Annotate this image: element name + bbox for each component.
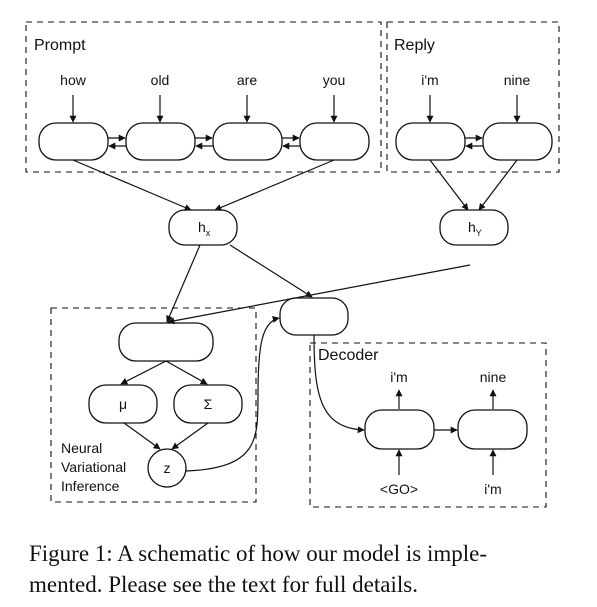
nvi-to-mu-arrow [120, 360, 167, 385]
reply-word-im: i'm [421, 72, 438, 88]
combine-to-decoder-arrow [313, 334, 365, 434]
decoder-output-nine: nine [480, 369, 507, 385]
hy-label: hY [468, 219, 482, 238]
nvi-label-line-3: Inference [61, 478, 120, 494]
prompt-first-to-hx-arrow [72, 159, 192, 211]
prompt-encoder-cell-4 [299, 122, 370, 161]
prompt-encoder-cell-1 [38, 122, 109, 161]
mu-node [88, 384, 158, 424]
hy-to-nvi-arrow [167, 264, 471, 325]
nvi-hidden-node [118, 322, 214, 362]
sigma-to-z-arrow [171, 422, 209, 450]
prompt-last-to-hx-arrow [214, 159, 335, 211]
z-node [147, 448, 187, 488]
hx-label: hx [198, 219, 211, 238]
mu-label: μ [119, 396, 127, 412]
z-to-combine-arrow [185, 316, 280, 472]
hx-to-nvi-arrow [166, 244, 201, 323]
combine-node [279, 297, 349, 336]
hy-node [439, 209, 509, 246]
prompt-word-how: how [60, 72, 87, 88]
caption-line-2: mented. Please see the text for full det… [29, 572, 418, 597]
reply-group-label: Reply [394, 37, 435, 54]
model-schematic: Prompt Reply Decoder Neural Variational … [25, 21, 560, 508]
sigma-label: Σ [204, 396, 213, 412]
decoder-input-go: <GO> [380, 481, 418, 497]
prompt-word-are: are [237, 72, 257, 88]
nvi-label-line-2: Variational [61, 459, 126, 475]
caption-line-1: Figure 1: A schematic of how our model i… [29, 541, 488, 566]
prompt-word-old: old [151, 72, 170, 88]
decoder-cell-2 [457, 409, 528, 450]
prompt-word-you: you [323, 72, 346, 88]
figure-caption: Figure 1: A schematic of how our model i… [29, 538, 589, 600]
reply-encoder-cell-1 [395, 122, 466, 161]
decoder-group-box [309, 342, 547, 508]
reply-word-nine: nine [504, 72, 531, 88]
prompt-encoder-cell-2 [125, 122, 196, 161]
nvi-group-box [50, 307, 257, 503]
prompt-encoder-cell-3 [212, 122, 283, 161]
z-label: z [164, 460, 171, 476]
prompt-group-label: Prompt [34, 37, 86, 54]
reply-first-to-hy-arrow [429, 159, 469, 211]
reply-group-box [386, 21, 560, 173]
prompt-group-box [25, 21, 382, 173]
decoder-input-im: i'm [484, 481, 501, 497]
reply-encoder-cell-2 [482, 122, 553, 161]
decoder-group-label: Decoder [318, 347, 379, 364]
decoder-output-im: i'm [390, 369, 407, 385]
nvi-label-line-1: Neural [61, 440, 102, 456]
hx-to-combine-arrow [229, 244, 313, 298]
mu-to-z-arrow [123, 422, 161, 450]
reply-last-to-hy-arrow [478, 159, 518, 211]
hx-node [168, 209, 238, 246]
nvi-to-sigma-arrow [165, 360, 208, 385]
decoder-cell-1 [364, 409, 435, 450]
